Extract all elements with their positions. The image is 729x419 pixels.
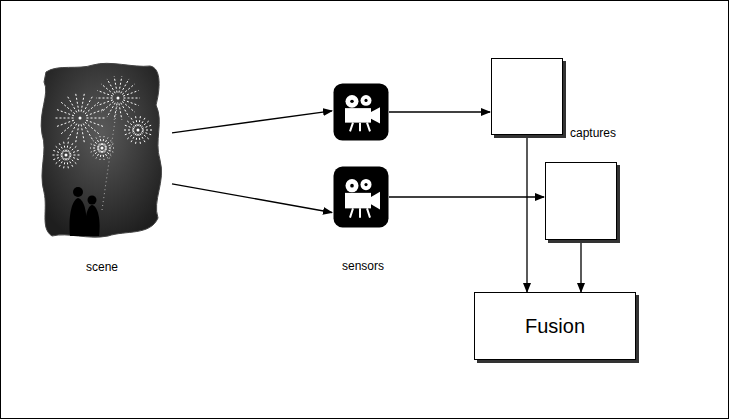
node-caption: scene [38, 260, 166, 274]
arrow-connector [389, 111, 490, 112]
arrow-connector [172, 111, 332, 133]
arrow-connector [172, 184, 332, 213]
scene-node: scene [38, 60, 166, 278]
group-label: captures [570, 126, 616, 140]
fireworks-illustration [38, 60, 166, 242]
group-label: sensors [342, 259, 384, 273]
capture-node [491, 58, 563, 135]
camera-icon [333, 166, 389, 228]
node-title: Fusion [525, 315, 585, 338]
camera-node [333, 83, 389, 141]
arrow-connector [526, 138, 527, 292]
fusion-node: Fusion [474, 292, 636, 360]
camera-icon [333, 83, 389, 141]
capture-node [545, 162, 617, 240]
camera-node [333, 166, 389, 228]
arrow-connector [580, 243, 581, 292]
arrow-connector [389, 196, 544, 197]
